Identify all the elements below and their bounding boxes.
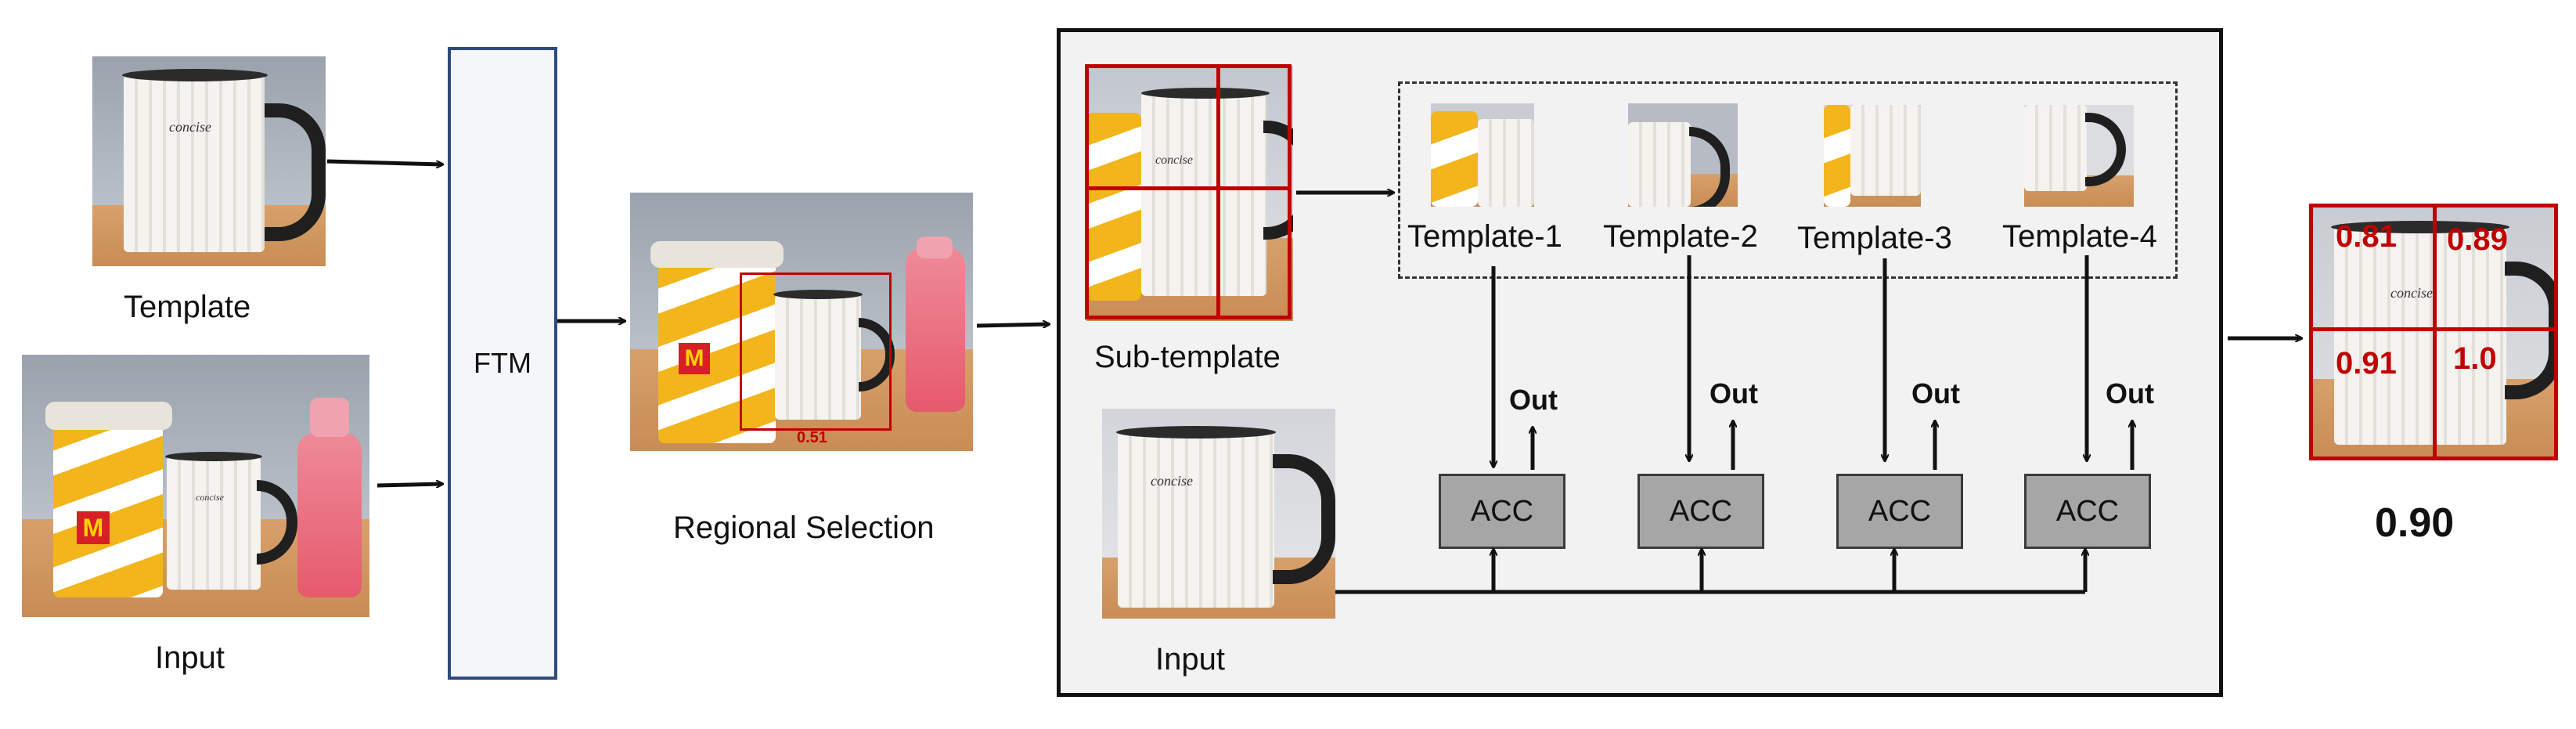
mcdonalds-logo-icon: M xyxy=(679,343,710,374)
regional-selection-photo: M xyxy=(630,193,973,451)
template-label: Template xyxy=(124,290,251,324)
grid-score-top-right: 0.89 xyxy=(2447,222,2508,257)
template-3-label: Template-3 xyxy=(1797,221,1952,255)
mug-brand-text-input: concise xyxy=(196,492,224,503)
template-4-label: Template-4 xyxy=(2002,219,2157,254)
out-label-2: Out xyxy=(1710,377,1758,410)
input-photo: M concise xyxy=(22,355,369,617)
selected-region-box xyxy=(740,272,892,431)
out-label-1: Out xyxy=(1509,384,1558,416)
acc-label-3: ACC xyxy=(1868,494,1932,528)
arrow-right-icon xyxy=(376,484,442,485)
mug-brand-text: concise xyxy=(169,119,211,135)
acc-box-4: ACC xyxy=(2024,474,2151,549)
region-score: 0.51 xyxy=(797,429,827,446)
result-grid xyxy=(2309,204,2558,460)
input-label-left: Input xyxy=(155,641,225,675)
sub-template-photo: concise xyxy=(1086,66,1293,321)
grid-score-top-left: 0.81 xyxy=(2336,219,2397,254)
regional-selection-label: Regional Selection xyxy=(673,511,935,545)
mug-brand-text-result: concise xyxy=(2390,285,2433,301)
ftm-label: FTM xyxy=(474,347,531,379)
acc-box-3: ACC xyxy=(1836,474,1963,549)
sub-template-label: Sub-template xyxy=(1094,340,1281,374)
template-2-label: Template-2 xyxy=(1603,219,1758,254)
acc-label-4: ACC xyxy=(2055,494,2120,528)
grid-score-bottom-right: 1.0 xyxy=(2453,341,2497,376)
acc-box-2: ACC xyxy=(1637,474,1764,549)
template-2-thumb xyxy=(1628,103,1738,207)
out-label-3: Out xyxy=(1911,377,1960,410)
grid-score-bottom-left: 0.91 xyxy=(2336,346,2397,381)
mcdonalds-logo-icon: M xyxy=(77,511,110,544)
template-4-thumb xyxy=(2024,105,2134,207)
acc-label-1: ACC xyxy=(1470,494,1534,528)
acc-label-2: ACC xyxy=(1669,494,1733,528)
arrow-right-icon xyxy=(326,159,442,164)
final-score: 0.90 xyxy=(2375,500,2455,546)
mug-brand-text-sub: concise xyxy=(1155,153,1193,167)
template-photo: concise xyxy=(92,56,326,266)
ftm-module: FTM xyxy=(448,47,557,680)
inner-input-photo: concise xyxy=(1102,409,1335,619)
template-1-label: Template-1 xyxy=(1407,219,1562,254)
acc-box-1: ACC xyxy=(1439,474,1565,549)
out-label-4: Out xyxy=(2106,377,2154,410)
mug-brand-text-inner: concise xyxy=(1151,473,1193,489)
arrow-right-icon xyxy=(976,324,1049,326)
input-label-inner: Input xyxy=(1155,642,1225,677)
template-1-thumb xyxy=(1431,103,1534,207)
template-3-thumb xyxy=(1824,105,1921,207)
templates-group xyxy=(1398,81,2178,279)
sub-template-grid xyxy=(1085,64,1292,319)
